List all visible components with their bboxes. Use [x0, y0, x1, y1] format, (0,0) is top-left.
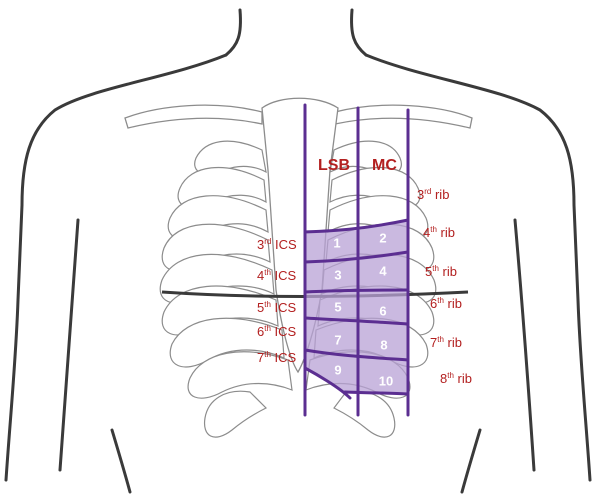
ics-label-4: 4th ICS	[257, 269, 296, 282]
lsb-header: LSB	[318, 158, 350, 174]
region-number-7: 7	[334, 334, 341, 347]
region-number-9: 9	[334, 364, 341, 377]
region-number-10: 10	[379, 375, 393, 388]
ics-label-6: 6th ICS	[257, 325, 296, 338]
rib-label-4: 4th rib	[423, 226, 455, 239]
neck-right-outline	[352, 10, 366, 55]
region-number-5: 5	[334, 301, 341, 314]
ics-label-5: 5th ICS	[257, 301, 296, 314]
left-torso-outline	[112, 430, 130, 492]
left-arm-inner-outline	[60, 220, 78, 470]
neck-left-outline	[226, 10, 240, 55]
rib-label-8: 8th rib	[440, 372, 472, 385]
region-number-8: 8	[380, 339, 387, 352]
region-1	[305, 230, 358, 262]
right-clavicle	[335, 105, 472, 128]
region-3	[305, 260, 358, 292]
region-number-3: 3	[334, 269, 341, 282]
rib-label-5: 5th rib	[425, 265, 457, 278]
left-clavicle	[125, 105, 262, 128]
region-number-2: 2	[379, 232, 386, 245]
rib-label-3: 3rd rib	[417, 188, 449, 201]
region-number-1: 1	[333, 237, 340, 250]
grid-row-6	[345, 392, 408, 394]
ics-label-3: 3rd ICS	[257, 238, 297, 251]
right-torso-outline	[462, 430, 480, 492]
mc-header: MC	[372, 158, 397, 174]
rib-label-7: 7th rib	[430, 336, 462, 349]
right-arm-inner-outline	[515, 220, 534, 470]
region-number-4: 4	[379, 265, 386, 278]
region-number-6: 6	[379, 305, 386, 318]
ics-label-7: 7th ICS	[257, 351, 296, 364]
rib-label-6: 6th rib	[430, 297, 462, 310]
